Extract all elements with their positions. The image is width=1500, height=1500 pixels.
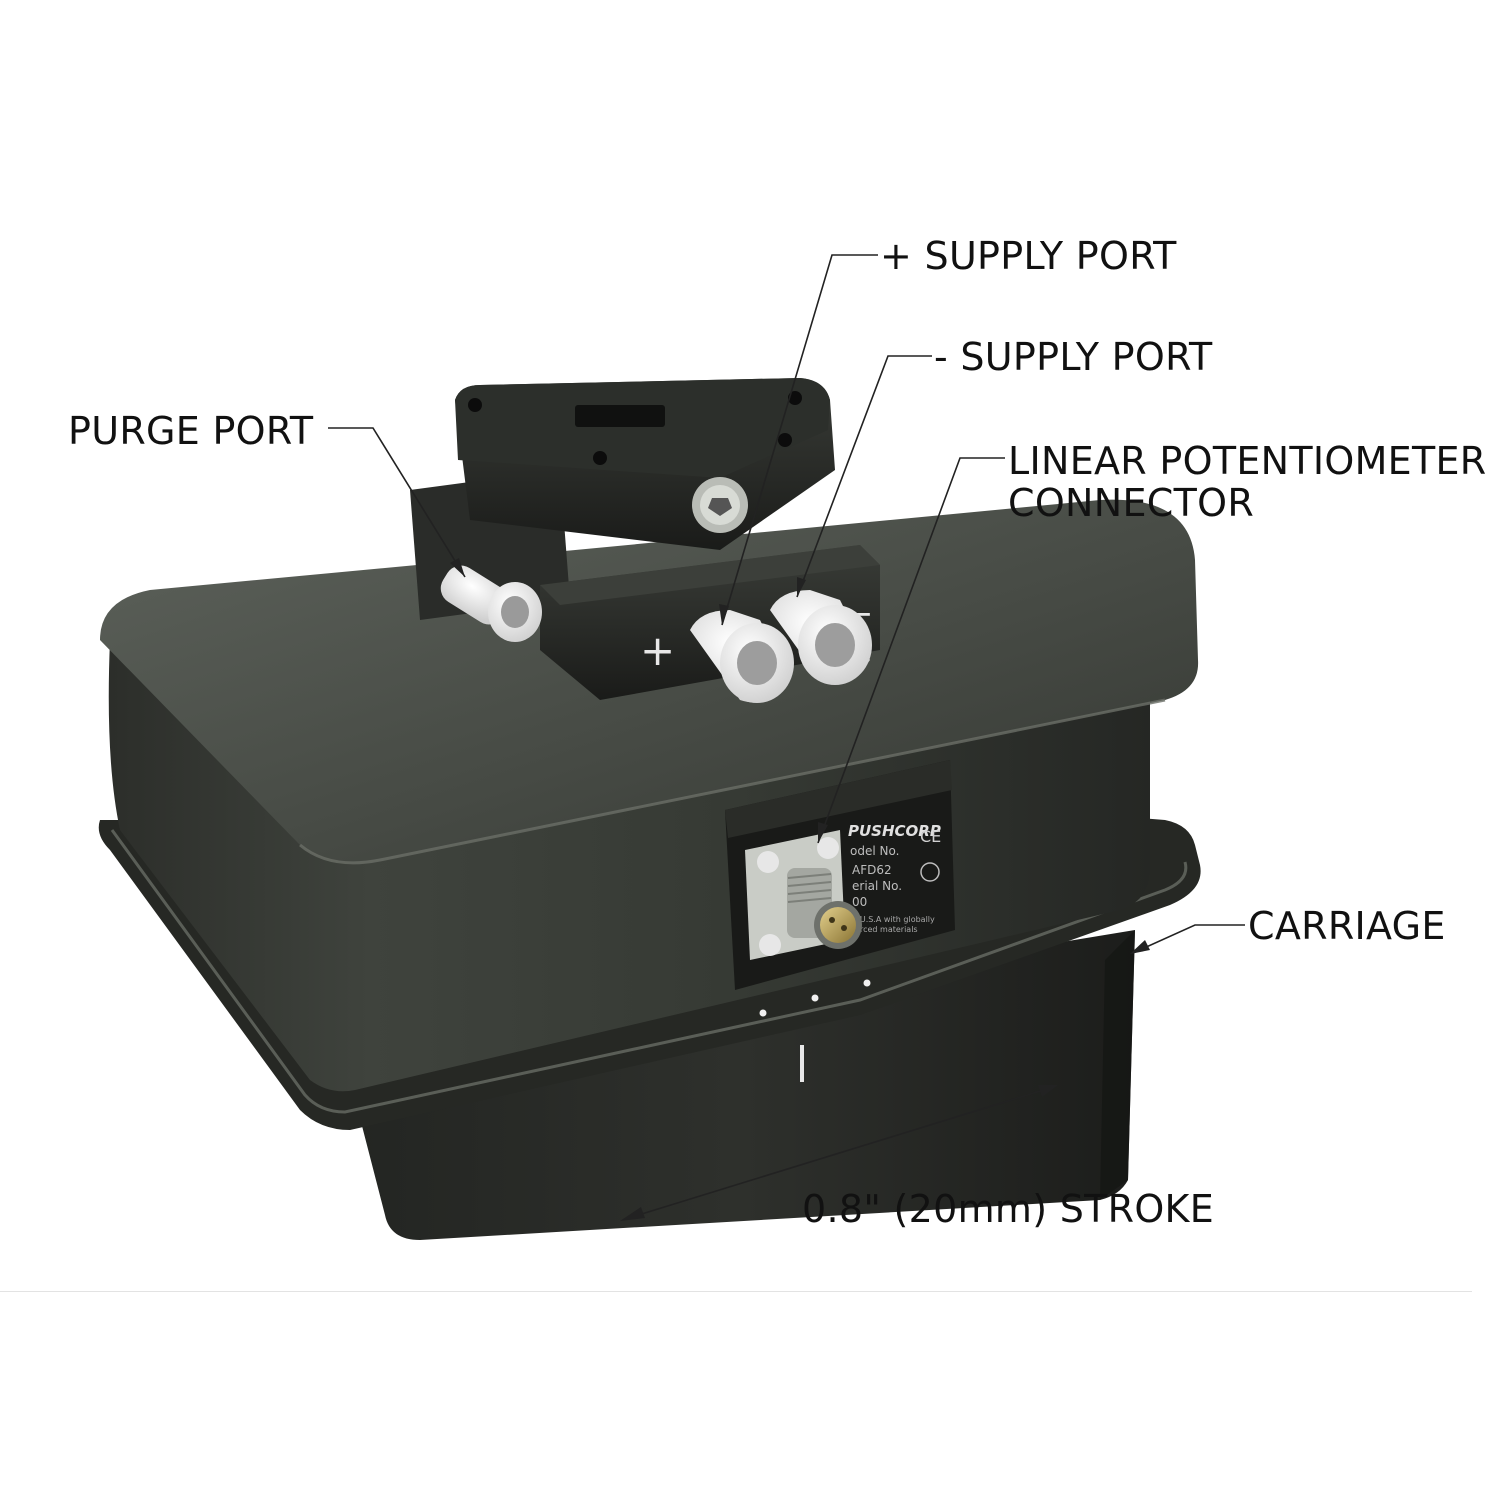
brand-text: PUSHCORP [848, 822, 941, 840]
potentiometer-label-line2: CONNECTOR [1008, 481, 1255, 525]
plate-fine-print-1: in U.S.A with globally [850, 915, 935, 924]
plate-serial-label: erial No. [852, 879, 902, 893]
supply-plus-fitting [690, 610, 794, 703]
potentiometer-label-line1: LINEAR POTENTIOMETER [1008, 439, 1487, 483]
plus-port-marking: + [640, 626, 675, 675]
leader-lines [328, 254, 1245, 1218]
purge-port-label: PURGE PORT [68, 409, 314, 453]
supply-plus-label: + SUPPLY PORT [880, 234, 1177, 278]
supply-minus-label: - SUPPLY PORT [934, 335, 1213, 379]
plate-model-label: odel No. [850, 844, 899, 858]
bottom-divider [0, 1291, 1472, 1292]
supply-minus-fitting [770, 590, 872, 685]
top-plate [455, 378, 835, 550]
carriage-base [345, 930, 1135, 1240]
indicator-dots [759, 979, 871, 1017]
arrowheads [450, 558, 1150, 1221]
stroke-label: 0.8" (20mm) STROKE [802, 1187, 1215, 1231]
plate-fine-print-2: ourced materials [850, 925, 918, 934]
potentiometer-connector [745, 830, 862, 960]
ce-mark: CE [920, 827, 941, 846]
carriage-label: CARRIAGE [1248, 904, 1446, 948]
plate-model-value: AFD62 [852, 863, 892, 877]
purge-fitting [440, 565, 542, 642]
plate-serial-value: 00 [852, 895, 867, 909]
